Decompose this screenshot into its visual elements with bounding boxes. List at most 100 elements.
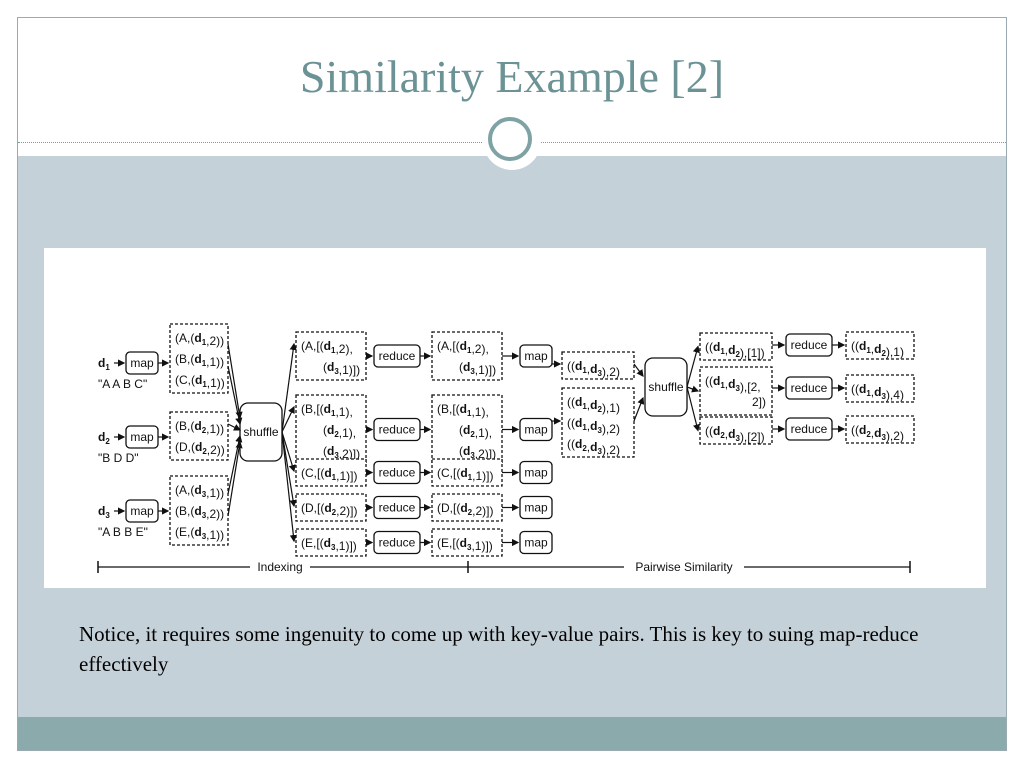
shuffled-pair-box-3 (699, 416, 773, 445)
final-output-box-2-line: ((d1,d3),4) (851, 382, 904, 402)
grouped-copy-box-4-line: (D,[(d2,2)]) (437, 501, 493, 518)
shuffle1-out-arrow-2 (281, 405, 295, 433)
grouped-list-box-3 (295, 458, 367, 487)
grouped-copy-box-1-line: (d3,1)]) (459, 360, 496, 377)
map-node-3-label: map (130, 504, 154, 518)
shuffle1-in-arrow-2 (227, 365, 243, 426)
final-output-box-1-line: ((d1,d2),1) (851, 339, 904, 359)
map2-node-5 (519, 530, 553, 555)
map-output-box-2-line: (B,(d2,1)) (175, 419, 224, 436)
map-output-box-1-line: (A,(d1,2)) (175, 331, 224, 348)
shuffle2-out-arrow-1 (686, 345, 700, 388)
pair-output-box-2 (561, 387, 635, 458)
grouped-list-box-2-line: (d3,2)]) (323, 444, 360, 461)
grouped-list-box-1-line: (d3,1)]) (323, 360, 360, 377)
doc-label-3: d3 (98, 504, 110, 520)
shuffle2-in-arrow-1 (633, 363, 644, 377)
shuffle2-in-arrow-2 (633, 396, 645, 422)
grouped-list-box-5 (295, 528, 367, 557)
grouped-copy-box-5-line: (E,[(d3,1)]) (437, 536, 493, 553)
map-node-1-label: map (130, 356, 154, 370)
shuffle2-out-arrow-2 (686, 385, 700, 393)
phase-label-indexing: Indexing (257, 560, 302, 574)
diagram-figure: d1 "A A B C" map (A,(d1,2)) (B,(d1,1)) (C,(d1… (44, 248, 986, 588)
circle-ornament-icon (488, 117, 532, 161)
shuffled-pair-box-1 (699, 332, 773, 361)
shuffled-pair-box-2-line: 2]) (752, 395, 766, 409)
shuffle1-in-arrow-4 (227, 434, 243, 495)
pair-output-box-1-line: ((d1,d3),2) (567, 359, 620, 379)
phase-label-pairwise-similarity: Pairwise Similarity (635, 560, 732, 574)
map2-node-5-label: map (524, 536, 548, 550)
doc-content-2: "B D D" (98, 451, 139, 465)
reduce-node-2-label: reduce (379, 423, 416, 437)
doc-label-1: d1 (98, 356, 110, 372)
shuffle1-out-arrow-4 (281, 431, 297, 508)
map-output-box-3-line: (B,(d3,2)) (175, 504, 224, 521)
grouped-list-box-4 (295, 493, 367, 522)
grouped-copy-box-3 (431, 458, 503, 487)
grouped-list-box-1-line: (A,[(d1,2), (301, 339, 353, 356)
grouped-list-box-2-line: (d2,1), (323, 423, 356, 440)
grouped-copy-box-1-line: (A,[(d1,2), (437, 339, 489, 356)
slide-body-text: Notice, it requires some ingenuity to co… (79, 622, 919, 676)
final-output-box-3-line: ((d2,d3),2) (851, 423, 904, 443)
grouped-list-box-2 (295, 394, 367, 465)
doc-content-1: "A A B C" (98, 377, 147, 391)
shuffled-pair-box-1-line: ((d1,d2),[1]) (705, 340, 765, 360)
grouped-list-box-4-line: (D,[(d2,2)]) (301, 501, 357, 518)
grouped-copy-box-1 (431, 331, 503, 381)
map-output-box-3-line: (E,(d3,1)) (175, 525, 224, 542)
map2-node-2-label: map (524, 423, 548, 437)
map2-node-2 (519, 417, 553, 442)
shuffled-pair-box-2 (699, 366, 773, 416)
map2-node-4 (519, 495, 553, 520)
grouped-list-box-5-line: (E,[(d3,1)]) (301, 536, 357, 553)
reduce2-node-3-label: reduce (791, 422, 828, 436)
reduce2-node-2-label: reduce (791, 381, 828, 395)
pair-output-box-1 (561, 351, 635, 380)
mapreduce-diagram: d1 "A A B C" map (A,(d1,2)) (B,(d1,1)) (C,(d1… (97, 323, 915, 574)
shuffled-pair-box-2-line: ((d1,d3),[2, (705, 374, 761, 394)
shuffled-pair-box-3-line: ((d2,d3),[2]) (705, 424, 765, 444)
doc-label-2: d2 (98, 430, 110, 446)
map-output-box-1-line: (B,(d1,1)) (175, 352, 224, 369)
grouped-copy-box-2-line: (d3,2)]) (459, 444, 496, 461)
map-output-box-1-line: (C,(d1,1)) (175, 373, 225, 390)
shuffle1-out-arrow-1 (281, 342, 297, 433)
grouped-copy-box-5 (431, 528, 503, 557)
map2-node-3 (519, 460, 553, 485)
final-output-box-2 (845, 374, 915, 403)
map2-node-1-label: map (524, 349, 548, 363)
footer-band (18, 717, 1006, 750)
map-output-box-2-line: (D,(d2,2)) (175, 440, 225, 457)
map2-node-4-label: map (524, 501, 548, 515)
reduce-node-4-label: reduce (379, 501, 416, 515)
grouped-copy-box-4 (431, 493, 503, 522)
pair-output-box-2-line: ((d1,d3),2) (567, 416, 620, 436)
shuffle1-in-arrow-5 (227, 440, 243, 517)
shuffle-node-2-label: shuffle (648, 380, 683, 394)
slide: Similarity Example [2] d1 "A A B C" map (A,… (17, 17, 1007, 751)
shuffle2-out-arrow-3 (686, 386, 701, 432)
grouped-copy-box-3-line: (C,[(d1,1)]) (437, 466, 493, 483)
grouped-copy-box-2-line: (B,[(d1,1), (437, 402, 489, 419)
reduce-node-3-label: reduce (379, 466, 416, 480)
slide-title: Similarity Example [2] (299, 51, 725, 102)
grouped-copy-box-2 (431, 394, 503, 465)
shuffle-node-1-label: shuffle (243, 425, 278, 439)
final-output-box-3 (845, 415, 915, 444)
map-output-box-3-line: (A,(d3,1)) (175, 483, 224, 500)
reduce2-node-1-label: reduce (791, 338, 828, 352)
grouped-list-box-1 (295, 331, 367, 381)
shuffle1-out-arrow-3 (281, 431, 296, 473)
pair-output-box-2-line: ((d1,d2),1) (567, 395, 620, 415)
map-output-box-1 (169, 323, 229, 394)
grouped-copy-box-2-line: (d2,1), (459, 423, 492, 440)
shuffle1-in-arrow-1 (227, 343, 243, 420)
map-node-2-label: map (130, 430, 154, 444)
map-output-box-2 (169, 411, 229, 461)
final-output-box-1 (845, 331, 915, 360)
reduce-node-1-label: reduce (379, 349, 416, 363)
doc-content-3: "A B B E" (98, 525, 148, 539)
